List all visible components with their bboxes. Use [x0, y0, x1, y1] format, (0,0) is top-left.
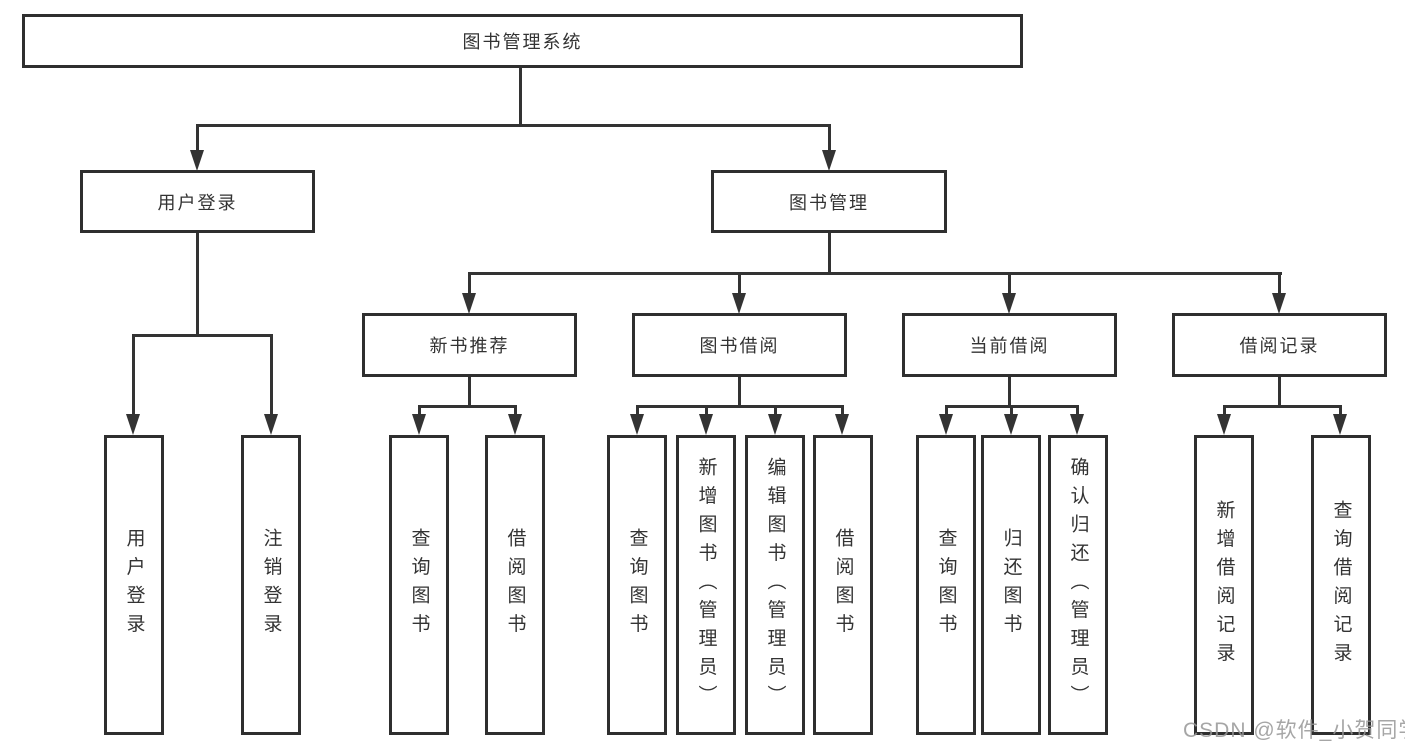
connector-line	[738, 377, 741, 408]
node-label: 图书管理	[789, 192, 869, 213]
arrow-down-icon	[190, 150, 204, 171]
node-label: 确认归还（管理员）	[1067, 456, 1089, 714]
connector-line	[132, 334, 135, 415]
leaf-borrow-add-books-admin: 新增图书（管理员）	[676, 435, 736, 735]
arrow-down-icon	[939, 414, 953, 435]
connector-line	[418, 405, 421, 416]
connector-line	[1008, 377, 1011, 408]
connector-line	[828, 124, 831, 152]
arrow-down-icon	[630, 414, 644, 435]
connector-line	[468, 272, 1282, 275]
connector-line	[1339, 405, 1342, 416]
connector-line	[1076, 405, 1079, 416]
connector-line	[705, 405, 708, 416]
node-new-book-recommend: 新书推荐	[362, 313, 577, 377]
arrow-down-icon	[768, 414, 782, 435]
leaf-current-return-books: 归还图书	[981, 435, 1041, 735]
connector-line	[1010, 405, 1013, 416]
arrow-down-icon	[822, 150, 836, 171]
connector-line	[514, 405, 517, 416]
node-label: 图书管理系统	[462, 32, 583, 52]
node-user-login: 用户登录	[80, 170, 315, 233]
node-label: 查询图书	[935, 528, 957, 642]
node-label: 图书借阅	[699, 336, 780, 356]
node-label: 借阅图书	[504, 528, 526, 642]
node-label: 归还图书	[1000, 528, 1022, 642]
connector-line	[519, 68, 522, 126]
leaf-borrow-borrow-books: 借阅图书	[813, 435, 873, 735]
arrow-down-icon	[1070, 414, 1084, 435]
connector-line	[1008, 272, 1011, 294]
csdn-watermark: CSDN @软件_小贺同学	[1183, 719, 1405, 742]
leaf-current-query-books: 查询图书	[916, 435, 976, 735]
connector-line	[270, 334, 273, 415]
arrow-down-icon	[462, 293, 476, 314]
node-label: 借阅记录	[1239, 336, 1320, 356]
connector-line	[636, 405, 844, 408]
leaf-current-confirm-return-admin: 确认归还（管理员）	[1048, 435, 1108, 735]
arrow-down-icon	[412, 414, 426, 435]
arrow-down-icon	[1002, 293, 1016, 314]
arrow-down-icon	[1333, 414, 1347, 435]
node-library-system: 图书管理系统	[22, 14, 1023, 68]
leaf-records-query-borrow-record: 查询借阅记录	[1311, 435, 1371, 735]
connector-line	[828, 233, 831, 274]
connector-line	[1278, 377, 1281, 408]
node-label: 用户登录	[157, 192, 238, 213]
connector-line	[1223, 405, 1342, 408]
node-label: 新增借阅记录	[1213, 499, 1235, 671]
connector-line	[738, 272, 741, 294]
node-label: 借阅图书	[832, 528, 854, 642]
connector-line	[196, 124, 831, 127]
leaf-newbook-borrow-books: 借阅图书	[485, 435, 545, 735]
node-label: 新增图书（管理员）	[695, 456, 717, 714]
arrow-down-icon	[1004, 414, 1018, 435]
arrow-down-icon	[1272, 293, 1286, 314]
node-current-borrow: 当前借阅	[902, 313, 1117, 377]
node-label: 查询图书	[408, 528, 430, 642]
arrow-down-icon	[699, 414, 713, 435]
connector-line	[196, 124, 199, 152]
node-label: 编辑图书（管理员）	[764, 456, 786, 714]
node-label: 查询借阅记录	[1330, 499, 1352, 671]
leaf-records-add-borrow-record: 新增借阅记录	[1194, 435, 1254, 735]
connector-line	[774, 405, 777, 416]
leaf-user-login: 用户登录	[104, 435, 164, 735]
node-label: 用户登录	[123, 528, 145, 642]
node-label: 查询图书	[626, 528, 648, 642]
arrow-down-icon	[126, 414, 140, 435]
connector-line	[1278, 272, 1281, 294]
connector-line	[1223, 405, 1226, 416]
node-label: 注销登录	[260, 528, 282, 642]
connector-line	[468, 272, 471, 294]
connector-line	[945, 405, 948, 416]
connector-line	[468, 377, 471, 408]
leaf-borrow-edit-books-admin: 编辑图书（管理员）	[745, 435, 805, 735]
arrow-down-icon	[264, 414, 278, 435]
connector-line	[841, 405, 844, 416]
node-borrow-records: 借阅记录	[1172, 313, 1387, 377]
leaf-newbook-query-books: 查询图书	[389, 435, 449, 735]
arrow-down-icon	[732, 293, 746, 314]
node-book-management: 图书管理	[711, 170, 947, 233]
leaf-logout: 注销登录	[241, 435, 301, 735]
connector-line	[132, 334, 273, 337]
node-label: 新书推荐	[429, 336, 510, 356]
arrow-down-icon	[1217, 414, 1231, 435]
connector-line	[418, 405, 517, 408]
connector-line	[196, 233, 199, 336]
arrow-down-icon	[508, 414, 522, 435]
leaf-borrow-query-books: 查询图书	[607, 435, 667, 735]
connector-line	[636, 405, 639, 416]
node-book-borrow: 图书借阅	[632, 313, 847, 377]
arrow-down-icon	[835, 414, 849, 435]
node-label: 当前借阅	[969, 336, 1050, 356]
